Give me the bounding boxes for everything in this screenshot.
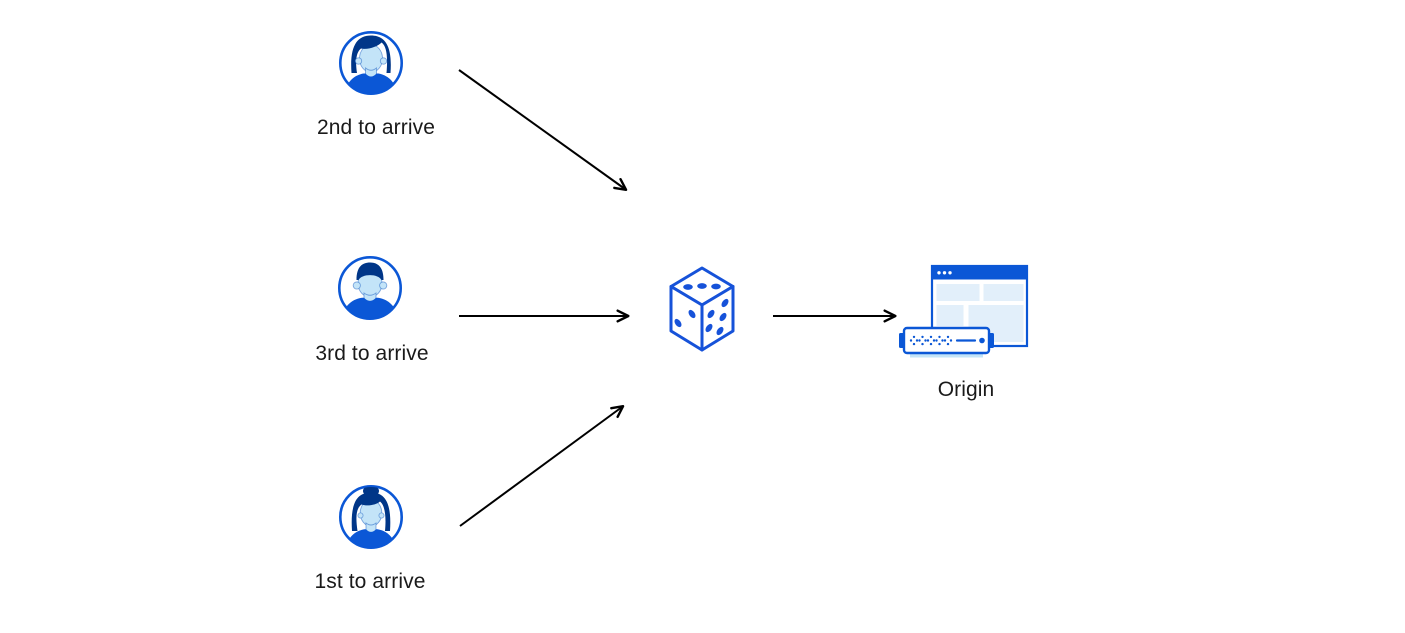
server-led: [979, 337, 985, 344]
origin-browser-and-server-icon: [899, 264, 1029, 358]
node-user-third: [337, 255, 403, 321]
label-user-first: 1st to arrive: [314, 570, 426, 593]
node-randomizer: [668, 265, 736, 353]
browser-content-panels: [936, 284, 1024, 342]
label-user-second: 2nd to arrive: [316, 116, 436, 139]
male-user-avatar-icon: [338, 30, 404, 96]
label-user-third: 3rd to arrive: [315, 342, 429, 365]
male-flattop-user-avatar-icon: [337, 255, 403, 321]
server: [899, 326, 994, 358]
node-user-first: [338, 484, 404, 550]
browser-titlebar: [932, 266, 1027, 280]
arrow-user-second-to-dice: [458, 69, 628, 191]
node-origin: [896, 260, 1030, 364]
browser-titlebar-dots: [937, 271, 952, 275]
server-vent-dots: [909, 335, 953, 346]
female-user-avatar-icon: [338, 484, 404, 550]
node-user-second: [338, 30, 404, 96]
label-origin: Origin: [937, 378, 995, 401]
dice-icon: [669, 266, 735, 352]
arrow-user-first-to-dice: [459, 405, 625, 527]
